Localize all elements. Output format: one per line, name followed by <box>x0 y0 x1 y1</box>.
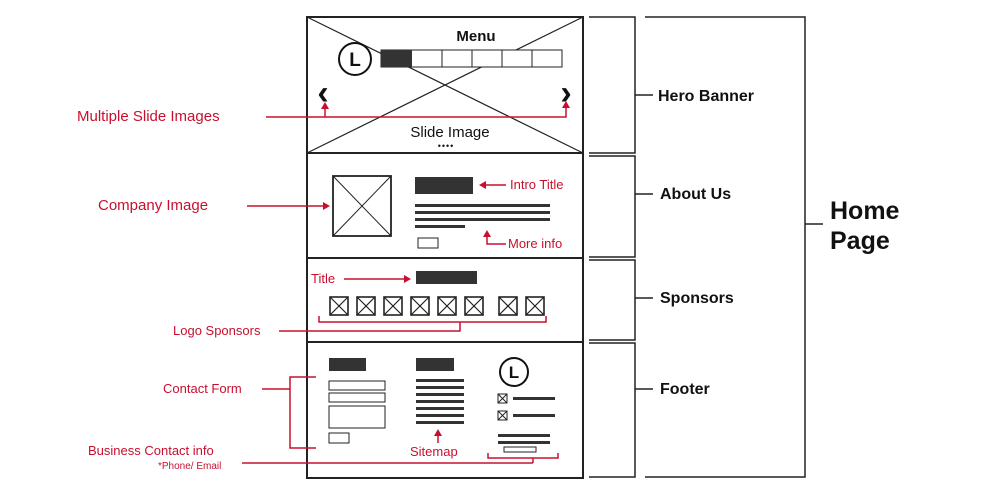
text-line <box>415 218 550 221</box>
sponsor-logo-placeholder-icon <box>437 296 457 316</box>
slide-dots: •••• <box>438 141 455 151</box>
sponsors-title-block <box>416 271 477 284</box>
sponsor-logo-placeholder-icon <box>329 296 349 316</box>
menu-label: Menu <box>456 28 495 45</box>
logo-circle-icon: L <box>338 42 372 76</box>
contact-line <box>498 434 550 437</box>
form-field <box>328 380 386 391</box>
sitemap-line <box>416 379 464 382</box>
svg-text:L: L <box>509 363 519 382</box>
placeholder-image-icon <box>332 175 392 237</box>
sponsor-logo-placeholder-icon <box>464 296 484 316</box>
annotation-phone-email: *Phone/ Email <box>158 461 221 472</box>
section-brackets <box>589 16 823 478</box>
contact-line <box>498 441 550 444</box>
sitemap-line <box>416 421 464 424</box>
about-us-wireframe <box>332 175 550 249</box>
page-group-label-page: Page <box>830 227 890 255</box>
sponsors-wireframe <box>329 271 545 316</box>
text-line <box>415 225 465 228</box>
annotation-business-contact-info: Business Contact info <box>88 443 214 458</box>
contact-button-block <box>503 446 537 453</box>
sponsor-logo-placeholder-icon <box>356 296 376 316</box>
contact-line <box>513 397 555 400</box>
sponsor-logo-placeholder-icon <box>410 296 430 316</box>
sitemap-line <box>416 400 464 403</box>
title-pointer <box>344 275 411 283</box>
page-group-label-home: Home <box>830 197 900 225</box>
section-label-about-us: About Us <box>660 186 731 203</box>
intro-title-pointer <box>479 181 506 189</box>
annotation-logo-sponsors: Logo Sponsors <box>173 323 261 338</box>
annotation-more-info: More info <box>508 236 562 251</box>
sponsor-logo-placeholder-icon <box>525 296 545 316</box>
sitemap-title-block <box>416 358 454 371</box>
company-image-pointer <box>247 202 330 210</box>
annotation-intro-title: Intro Title <box>510 177 563 192</box>
contact-form-bracket <box>262 376 316 449</box>
annotation-sitemap: Sitemap <box>410 444 458 459</box>
annotation-multiple-slide-images: Multiple Slide Images <box>77 108 220 125</box>
text-line <box>415 211 550 214</box>
sponsor-logo-row <box>329 296 545 316</box>
chevron-left-icon: ‹ <box>317 74 328 112</box>
sitemap-line <box>416 386 464 389</box>
sponsor-logos-bracket <box>279 316 547 332</box>
section-label-hero-banner: Hero Banner <box>658 88 754 105</box>
annotation-contact-form: Contact Form <box>163 381 242 396</box>
checkbox-icon <box>497 393 508 404</box>
menu-item-active <box>381 50 412 67</box>
business-contact-bracket <box>242 453 559 464</box>
intro-title-block <box>415 177 473 194</box>
footer-wireframe: L <box>328 357 555 453</box>
sitemap-line <box>416 393 464 396</box>
sitemap-line <box>416 407 464 410</box>
svg-text:L: L <box>349 50 361 71</box>
form-field <box>328 392 386 403</box>
sitemap-pointer <box>434 429 442 443</box>
text-line <box>415 204 550 207</box>
more-info-button-block <box>417 237 439 249</box>
checkbox-icon <box>497 410 508 421</box>
annotation-company-image: Company Image <box>98 197 208 214</box>
form-submit-block <box>328 432 350 444</box>
slide-image-cross-2 <box>306 16 584 154</box>
section-label-sponsors: Sponsors <box>660 290 734 307</box>
more-info-pointer <box>483 230 506 245</box>
slide-images-pointer <box>266 101 570 118</box>
contact-line <box>513 414 555 417</box>
section-label-footer: Footer <box>660 381 710 398</box>
footer-logo-circle-icon: L <box>499 357 529 387</box>
contact-form-title-block <box>329 358 366 371</box>
menu-bar <box>380 49 563 68</box>
form-message-field <box>328 405 386 429</box>
sponsor-logo-placeholder-icon <box>383 296 403 316</box>
chevron-right-icon: › <box>560 74 571 112</box>
hero-banner-wireframe: Menu L ‹ › Slide Image •••• <box>306 16 584 154</box>
sitemap-line <box>416 414 464 417</box>
annotation-title: Title <box>311 271 335 286</box>
slide-image-label: Slide Image <box>410 124 489 141</box>
sponsor-logo-placeholder-icon <box>498 296 518 316</box>
wireframe-outline <box>306 16 584 479</box>
